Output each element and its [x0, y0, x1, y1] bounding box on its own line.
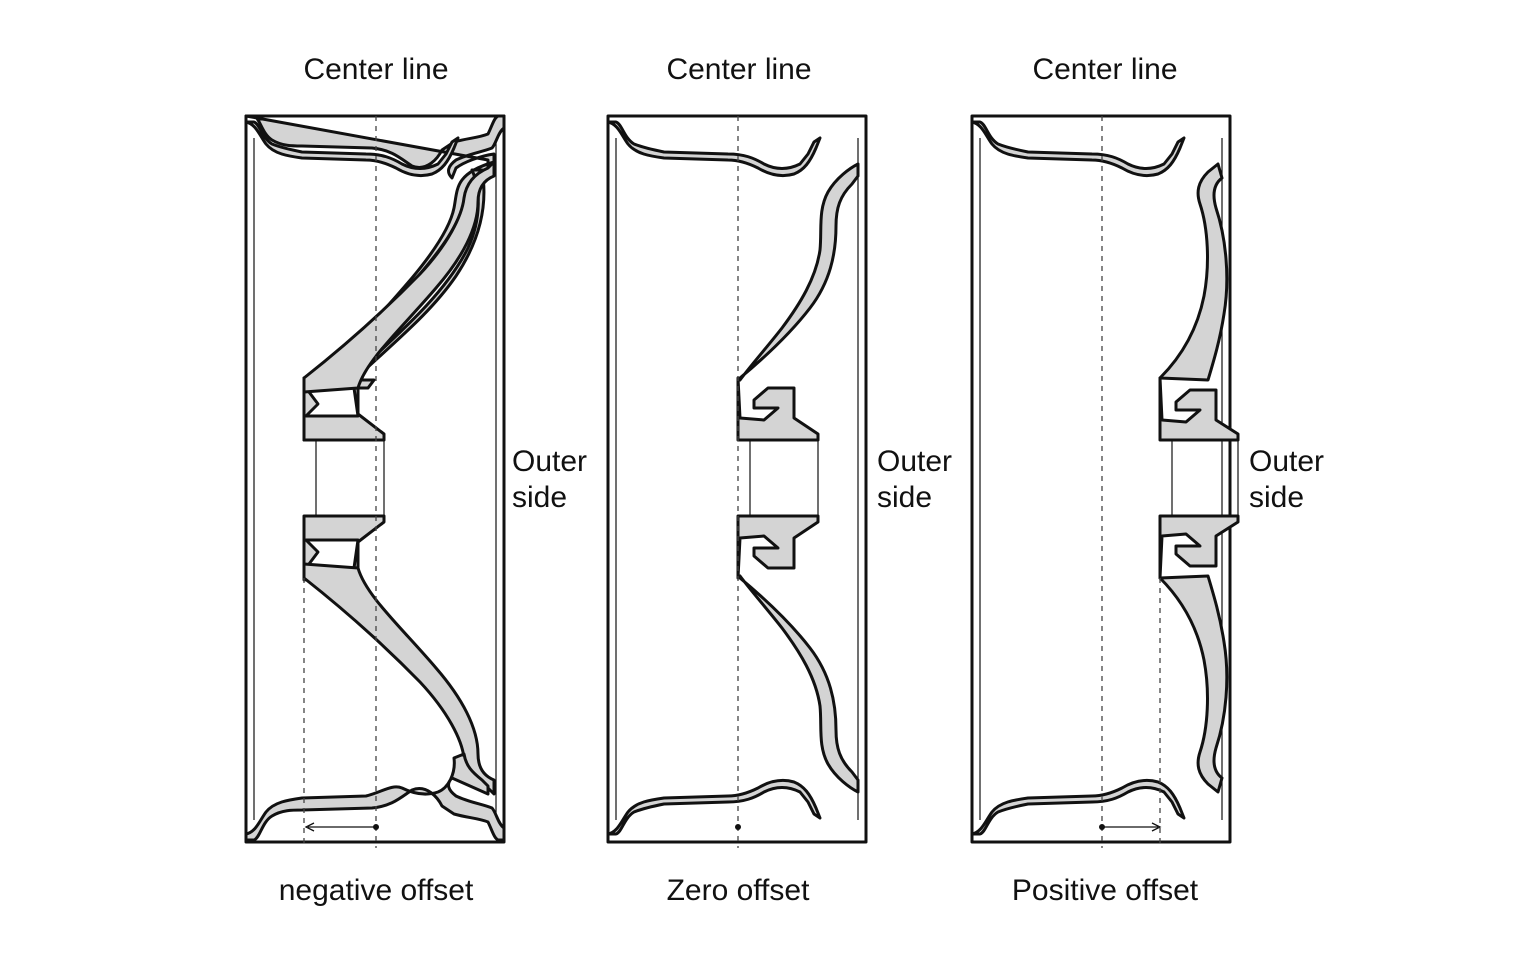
outer-side-label-negative: Outer side	[512, 445, 588, 514]
rim-barrel-bottom	[244, 752, 506, 842]
caption-negative-offset: negative offset	[278, 874, 474, 907]
hub-bore	[315, 440, 385, 516]
center-line-label-positive: Center line	[1032, 53, 1178, 86]
caption-zero-offset: Zero offset	[666, 874, 810, 907]
spoke-arm-lower	[738, 574, 860, 794]
spoke-arm-lower	[1158, 574, 1229, 794]
rim-outline	[244, 114, 506, 844]
hub-bottom	[736, 514, 820, 580]
hub-top	[736, 376, 820, 442]
center-line-label-negative: Center line	[303, 53, 449, 86]
spoke-arm-lower	[302, 562, 496, 796]
outer-side-label-zero: Outer side	[877, 445, 953, 514]
spoke-arm-upper	[302, 160, 496, 394]
zero-offset-marker	[735, 824, 741, 830]
wheel-section-positive-offset	[970, 114, 1240, 848]
rim-barrel-top-inner	[244, 120, 460, 178]
wheel-section-zero-offset	[606, 114, 868, 848]
rim-barrel-top	[970, 120, 1186, 178]
spoke-arm-upper	[738, 162, 860, 382]
center-line-label-zero: Center line	[666, 53, 812, 86]
rim-barrel-top	[606, 120, 822, 178]
caption-positive-offset: Positive offset	[1011, 874, 1199, 907]
rim-barrel-bottom	[970, 778, 1186, 836]
wheel-section-negative-offset	[244, 114, 506, 848]
hub-top	[1158, 376, 1240, 442]
outer-side-label-positive: Outer side	[1249, 445, 1325, 514]
hub-bottom	[1158, 514, 1240, 580]
rim-barrel-bottom	[606, 778, 822, 836]
spoke-arm-upper	[1158, 162, 1229, 382]
